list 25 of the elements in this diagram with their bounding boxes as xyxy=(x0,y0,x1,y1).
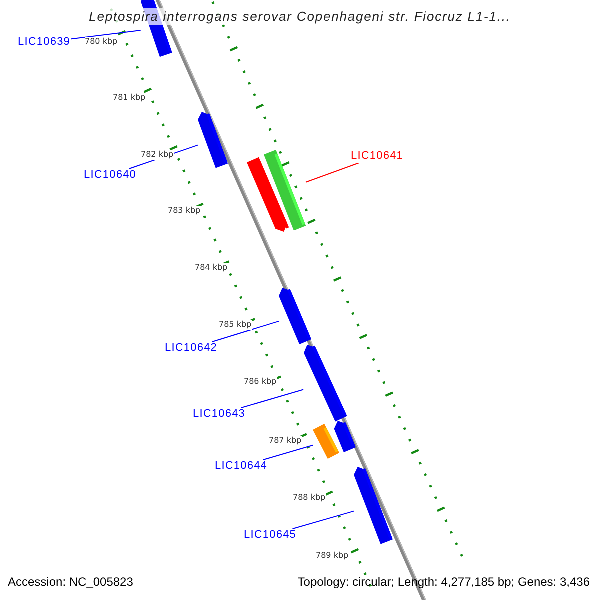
scale-label: 783 kbp xyxy=(168,206,201,216)
scale-label: 789 kbp xyxy=(316,551,349,561)
scale-label: 788 kbp xyxy=(293,493,326,503)
accession-text: Accession: NC_005823 xyxy=(8,575,134,589)
gene-block xyxy=(264,150,306,230)
scale-label: 786 kbp xyxy=(244,377,277,387)
leader-line xyxy=(70,30,142,40)
genome-summary-text: Topology: circular; Length: 4,277,185 bp; Genes: 3,436 xyxy=(298,575,590,589)
gene-block xyxy=(304,345,347,422)
leader-line xyxy=(212,320,280,342)
gene-block xyxy=(279,288,312,345)
leader-line xyxy=(262,444,314,460)
leader-line xyxy=(292,510,355,530)
scale-label: 784 kbp xyxy=(195,263,228,273)
leader-line xyxy=(306,162,360,183)
scale-label: 787 kbp xyxy=(269,436,302,446)
gene-block xyxy=(198,112,228,168)
scale-label: 782 kbp xyxy=(141,150,174,160)
scale-label: 785 kbp xyxy=(219,320,252,330)
scale-label: 781 kbp xyxy=(113,93,146,103)
gene-block xyxy=(313,424,340,459)
gene-block xyxy=(354,467,394,544)
leader-line xyxy=(240,389,304,408)
scale-label: 780 kbp xyxy=(85,37,118,47)
gene-label: LIC10641 xyxy=(351,150,404,163)
